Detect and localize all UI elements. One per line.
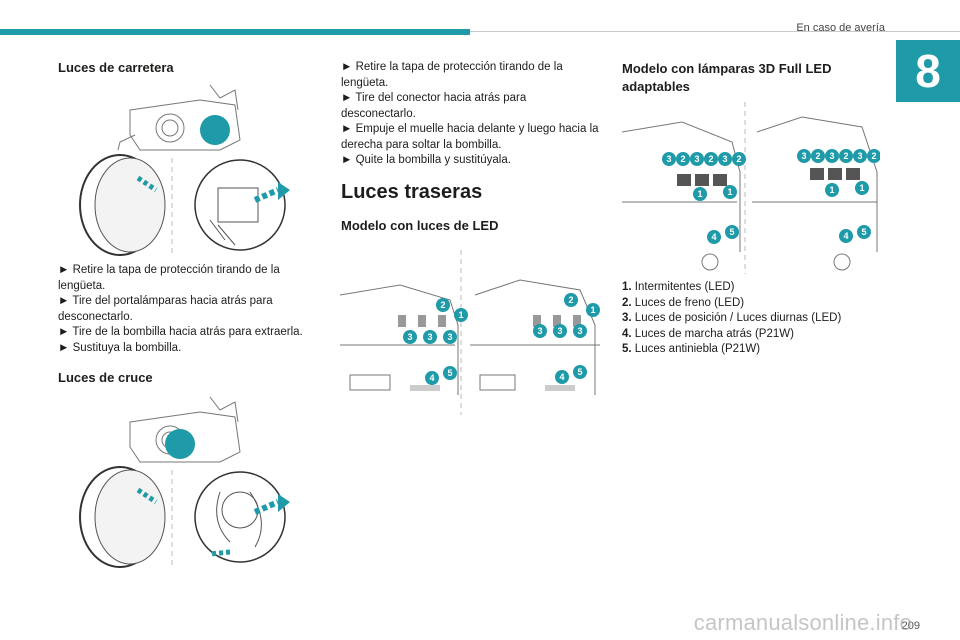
callout-3: 3 xyxy=(447,332,452,342)
svg-text:5: 5 xyxy=(729,227,734,237)
callout-2: 2 xyxy=(440,300,445,310)
column-3: Modelo con lámparas 3D Full LED adaptabl… xyxy=(622,60,882,96)
callout-3: 3 xyxy=(427,332,432,342)
watermark: carmanualsonline.info xyxy=(693,610,912,635)
callout-4: 4 xyxy=(559,372,564,382)
step-bulb-3: ► Empuje el muelle hacia delante y luego… xyxy=(341,123,599,151)
page-number: 209 xyxy=(901,620,920,632)
column-2: ► Retire la tapa de protección tirando d… xyxy=(341,60,603,233)
header-rule xyxy=(470,31,960,32)
legend-item: 1. Intermitentes (LED) xyxy=(622,281,735,293)
callout-2: 2 xyxy=(568,295,573,305)
callout-1: 1 xyxy=(458,310,463,320)
svg-text:1: 1 xyxy=(829,185,834,195)
svg-text:1: 1 xyxy=(859,183,864,193)
svg-text:2: 2 xyxy=(871,151,876,161)
heading-led-model: Modelo con luces de LED xyxy=(341,217,499,233)
step-bulb-4: ► Quite la bombilla y sustitúyala. xyxy=(341,154,511,166)
legend-item: 3. Luces de posición / Luces diurnas (LE… xyxy=(622,312,842,324)
legend-item: 4. Luces de marcha atrás (P21W) xyxy=(622,327,794,340)
svg-text:5: 5 xyxy=(861,227,866,237)
legend-item: 2. Luces de freno (LED) xyxy=(622,296,745,309)
svg-text:2: 2 xyxy=(708,154,713,164)
svg-text:2: 2 xyxy=(843,151,848,161)
section-title: En caso de avería xyxy=(796,22,885,34)
step-high-1: ► Retire la tapa de protección tirando d… xyxy=(58,264,280,292)
heading-rear-lights: Luces traseras xyxy=(341,180,483,203)
step-high-4: ► Sustituya la bombilla. xyxy=(58,341,182,354)
svg-text:1: 1 xyxy=(697,189,702,199)
callout-4: 4 xyxy=(429,373,434,383)
callout-1: 1 xyxy=(590,305,595,315)
svg-text:3: 3 xyxy=(666,154,671,164)
chapter-number-badge: 8 xyxy=(896,40,960,102)
svg-text:4: 4 xyxy=(711,232,716,242)
callout-3: 3 xyxy=(557,326,562,336)
step-bulb-2: ► Tire del conector hacia atrás para des… xyxy=(341,92,527,120)
svg-text:1: 1 xyxy=(727,187,732,197)
header-accent-bar xyxy=(0,29,470,35)
legend-list: 1. Intermitentes (LED) 2. Luces de freno… xyxy=(622,280,892,358)
step-high-3: ► Tire de la bombilla hacia atrás para e… xyxy=(58,326,303,338)
figure-high-beam xyxy=(79,84,290,256)
svg-text:2: 2 xyxy=(680,154,685,164)
figure-low-beam xyxy=(79,396,290,568)
callout-5: 5 xyxy=(577,367,582,377)
svg-text:2: 2 xyxy=(815,151,820,161)
svg-text:3: 3 xyxy=(857,151,862,161)
svg-text:3: 3 xyxy=(722,154,727,164)
callout-3: 3 xyxy=(537,326,542,336)
step-bulb-1: ► Retire la tapa de protección tirando d… xyxy=(341,61,563,89)
column-1: Luces de carretera xyxy=(58,60,328,75)
callout-5: 5 xyxy=(447,368,452,378)
step-high-2: ► Tire del portalámparas hacia atrás par… xyxy=(58,295,273,323)
svg-text:2: 2 xyxy=(736,154,741,164)
svg-text:3: 3 xyxy=(694,154,699,164)
callout-3: 3 xyxy=(577,326,582,336)
figure-led-rear-lights: 2 1 3 3 3 4 5 2 1 3 3 3 4 5 xyxy=(340,250,600,415)
svg-text:4: 4 xyxy=(843,231,848,241)
svg-text:3: 3 xyxy=(829,151,834,161)
svg-text:3: 3 xyxy=(801,151,806,161)
legend-item: 5. Luces antiniebla (P21W) xyxy=(622,343,761,355)
heading-high-beam: Luces de carretera xyxy=(58,60,174,75)
callout-3: 3 xyxy=(407,332,412,342)
heading-low-beam: Luces de cruce xyxy=(58,370,153,385)
heading-3d-full-led: Modelo con lámparas 3D Full LED adaptabl… xyxy=(622,61,832,94)
